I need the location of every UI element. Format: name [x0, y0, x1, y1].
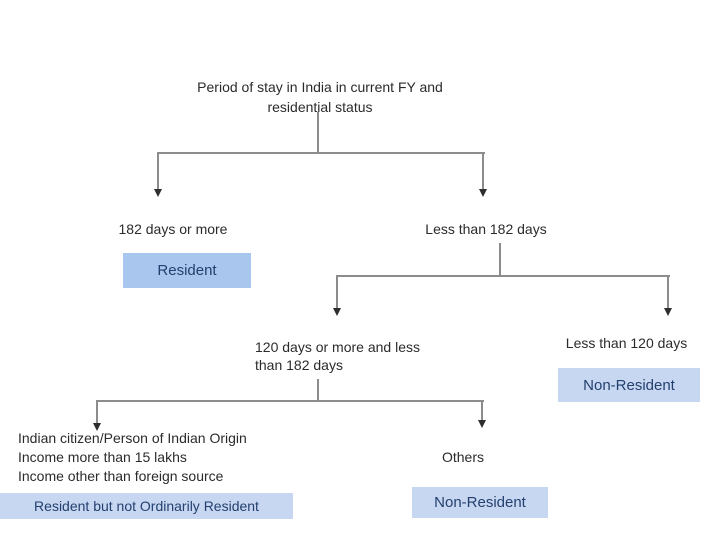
condition-less-120: Less than 120 days: [565, 335, 688, 351]
result-box-resident: Resident: [123, 253, 251, 288]
result-rnor-label: Resident but not Ordinarily Resident: [34, 498, 259, 514]
arrowhead-less-120: [664, 308, 672, 316]
condition-less-182: Less than 182 days: [425, 221, 547, 237]
condition-120-or-more: 120 days or more and less than 182 days: [255, 338, 465, 374]
connector-to-less-120: [667, 275, 669, 308]
arrowhead-indian-citizen: [93, 423, 101, 431]
result-box-non-resident-right: Non-Resident: [558, 368, 700, 402]
result-box-non-resident-bottom: Non-Resident: [412, 487, 548, 518]
connector-level3-branch: [96, 400, 484, 402]
result-non-resident-bottom-label: Non-Resident: [434, 494, 526, 511]
connector-to-indian-citizen: [96, 400, 98, 423]
connector-level2-branch: [336, 275, 670, 277]
flowchart-root-title: Period of stay in India in current FY an…: [150, 77, 490, 117]
condition-120-line2: than 182 days: [255, 357, 343, 373]
connector-less-182-stem: [499, 243, 501, 276]
result-non-resident-right-label: Non-Resident: [583, 376, 675, 394]
criteria-line3: Income other than foreign source: [18, 468, 224, 484]
arrowhead-182-or-more: [154, 189, 162, 197]
condition-indian-citizen-criteria: Indian citizen/Person of Indian Origin I…: [18, 429, 338, 486]
connector-120-stem: [317, 379, 319, 401]
arrowhead-others: [478, 420, 486, 428]
connector-to-others: [481, 400, 483, 420]
connector-to-182-or-more: [157, 152, 159, 189]
result-box-rnor: Resident but not Ordinarily Resident: [0, 493, 293, 519]
connector-to-120-or-more: [336, 275, 338, 308]
result-resident-label: Resident: [157, 262, 217, 279]
condition-others: Others: [441, 449, 484, 465]
root-title-line2: residential status: [267, 99, 373, 115]
arrowhead-less-182: [479, 189, 487, 197]
connector-to-less-182: [482, 152, 484, 189]
criteria-line1: Indian citizen/Person of Indian Origin: [18, 430, 247, 446]
connector-level1-branch: [157, 152, 485, 154]
root-title-line1: Period of stay in India in current FY an…: [197, 79, 443, 95]
condition-182-or-more: 182 days or more: [118, 221, 228, 237]
arrowhead-120-or-more: [333, 308, 341, 316]
connector-root-stem: [317, 112, 319, 153]
criteria-line2: Income more than 15 lakhs: [18, 449, 187, 465]
condition-120-line1: 120 days or more and less: [255, 339, 420, 355]
